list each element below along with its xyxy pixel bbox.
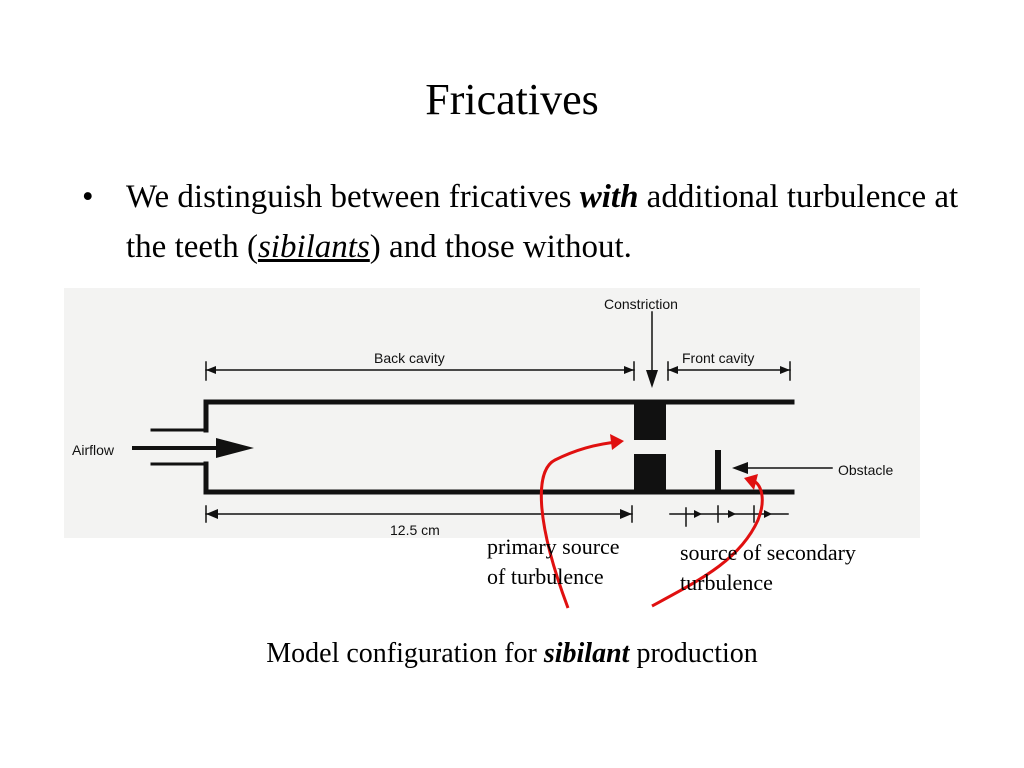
back-cavity-arrowhead-right — [624, 366, 634, 374]
obstacle-arrowhead — [732, 462, 748, 474]
caption-part2: production — [629, 638, 758, 669]
tube-diagram — [132, 311, 833, 527]
length-arrowhead-right — [620, 509, 632, 519]
front-dimension-arrowhead-3 — [764, 510, 772, 518]
constriction-label: Constriction — [604, 296, 678, 312]
back-cavity-label: Back cavity — [374, 350, 445, 366]
primary-source-line1: primary source — [487, 534, 620, 559]
airflow-arrowhead — [216, 438, 254, 458]
front-cavity-label: Front cavity — [682, 350, 755, 366]
back-cavity-arrowhead-left — [206, 366, 216, 374]
slide-title: Fricatives — [425, 75, 599, 124]
constriction-block-lower — [634, 454, 666, 492]
bullet-mark: • — [82, 179, 94, 215]
bullet-term-sibilants: sibilants — [257, 229, 370, 265]
front-dimension-arrowhead-2 — [728, 510, 736, 518]
front-dimension-arrowhead-1 — [694, 510, 702, 518]
primary-source-annotation: primary source of turbulence — [487, 532, 620, 592]
bullet-text-part1: We distinguish between fricatives — [126, 179, 580, 215]
bullet-emphasis-with: with — [579, 179, 639, 215]
caption-emphasis-sibilant: sibilant — [543, 638, 630, 669]
front-cavity-arrowhead-left — [668, 366, 678, 374]
constriction-block-upper — [634, 402, 666, 440]
figure-caption: Model configuration for sibilant product… — [0, 636, 1024, 672]
vocal-tract-model-figure: Constriction Back cavity Front cavity Ai… — [64, 288, 920, 538]
bullet-text-part2: additional turbulence at the teeth ( — [126, 179, 959, 265]
primary-source-line2: of turbulence — [487, 564, 604, 589]
secondary-source-line2: turbulence — [680, 570, 773, 595]
airflow-label: Airflow — [72, 442, 115, 458]
length-label: 12.5 cm — [390, 522, 440, 538]
caption-part1: Model configuration for — [266, 638, 544, 669]
bullet-text: We distinguish between fricatives with a… — [126, 172, 976, 272]
secondary-source-annotation: source of secondary turbulence — [680, 538, 856, 598]
constriction-arrowhead — [646, 370, 658, 388]
obstacle-label: Obstacle — [838, 462, 894, 478]
secondary-source-line1: source of secondary — [680, 540, 856, 565]
obstacle-post — [715, 450, 721, 492]
front-cavity-arrowhead-right — [780, 366, 790, 374]
length-arrowhead-left — [206, 509, 218, 519]
bullet-text-part3: ) and those without. — [369, 229, 632, 265]
